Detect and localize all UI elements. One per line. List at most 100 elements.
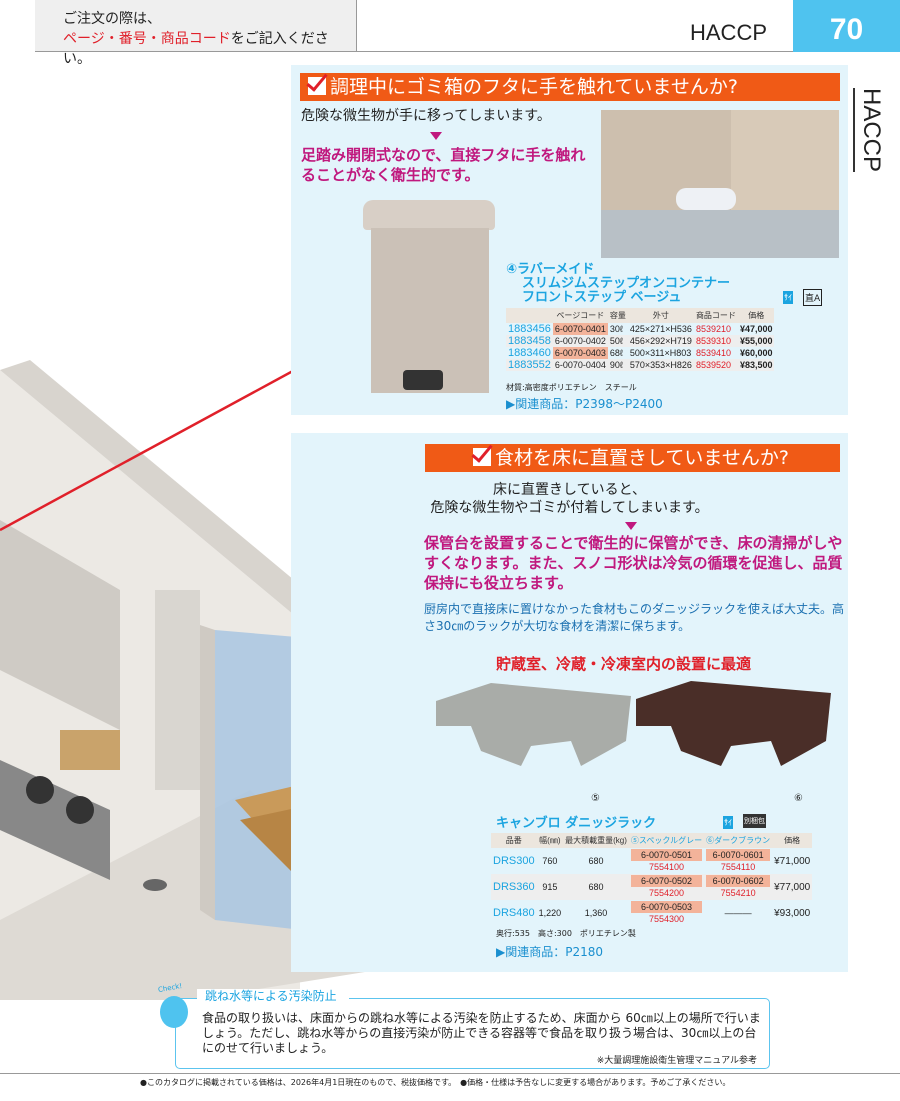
col: ⑥ダークブラウン (704, 833, 773, 848)
check-icon (308, 77, 326, 95)
table-cell: 425×271×H536 (629, 324, 692, 334)
table-header: ページコード容量外寸商品コード価格 (506, 308, 775, 323)
table-cell: 8539310 (693, 335, 738, 347)
max-load: 680 (588, 856, 604, 866)
table-cell: DRS360 (491, 874, 537, 900)
product1-title: ④ラバーメイド スリムジムステップオンコンテナー フロントステップ ベージュ (506, 263, 768, 305)
col: 外寸 (627, 308, 694, 323)
section2-note: 厨房内で直接床に置けなかった食材もこのダニッジラックを使えば大丈夫。高さ30㎝の… (424, 602, 845, 633)
product2-spec: 奥行:535 高さ:300 ポリエチレン製 (496, 929, 636, 938)
section1-title: 調理中にゴミ箱のフタに手を触れていませんか? (330, 76, 738, 98)
table-cell: 50ℓ (607, 335, 628, 347)
section2-problem2: 危険な微生物やゴミが付着してしまいます。 (430, 500, 709, 516)
width: 760 (542, 856, 558, 866)
order-note: ご注文の際は、 ページ・番号・商品コードをご記入ください。 (35, 0, 357, 67)
table-cell: 6-0070-0403 (552, 347, 608, 359)
price: ¥77,000 (774, 881, 811, 893)
label-gray: ⑤ (591, 793, 600, 804)
price: ¥71,000 (774, 855, 811, 867)
table-cell: 570×353×H826 (627, 359, 694, 371)
table-cell: 1883460 (508, 347, 551, 359)
counter (0, 520, 120, 730)
table-cell: 680 (563, 848, 629, 874)
wall-top (0, 360, 330, 620)
section1-solution: 足踏み開閉式なので、直接フタに手を触れることがなく衛生的です。 (301, 146, 586, 184)
product1-material: 材質:高密度ポリエチレン スチール (506, 383, 637, 392)
table-cell: 915 (536, 874, 564, 900)
col: ⑤スペックルグレー (628, 833, 705, 848)
check-title: 跳ね水等による汚染防止 (197, 989, 349, 1004)
table-cell: 1883458 (506, 335, 553, 347)
burner (66, 796, 94, 824)
section-floor-storage: 食材を床に直置きしていませんか? 床に直置きしていると、 危険な微生物やゴミが付… (291, 433, 848, 972)
table-cell: 500×311×H803 (629, 348, 692, 358)
table-cell: 1883456 (508, 323, 551, 335)
model-number: DRS480 (493, 907, 535, 919)
size-badge: ｻｲ (723, 816, 733, 829)
table-cell: 456×292×H719 (627, 335, 694, 347)
table-cell: ¥83,500 (737, 359, 775, 371)
table-cell: 8539410 (695, 348, 731, 358)
header-divider (357, 51, 793, 52)
product-code: 7554300 (648, 914, 685, 924)
door-frame (200, 625, 215, 920)
model-number: DRS360 (493, 881, 535, 893)
direct-ship-badge: 直A (803, 289, 823, 306)
check-body: 食品の取り扱いは、床面からの跳ね水等による汚染を防止するため、床面から 60㎝以… (202, 1011, 761, 1055)
section-title: HACCP (690, 20, 768, 45)
table-cell: 30ℓ (609, 324, 623, 334)
related-link-2[interactable]: ▶関連商品：P2180 (496, 945, 604, 959)
product1-name2: フロントステップ ベージュ (522, 290, 682, 305)
product-code: 7554200 (648, 888, 685, 898)
col: 品番 (491, 833, 537, 848)
col: 価格 (772, 833, 813, 848)
footer-note: ●このカタログに掲載されている価格は、2026年4月1日現在のもので、税抜価格で… (140, 1078, 731, 1087)
price: ¥93,000 (774, 907, 811, 919)
section2-solution: 保管台を設置することで衛生的に保管ができ、床の清掃がしやすくなります。また、スノ… (424, 534, 843, 592)
table-cell: 1,360 (563, 900, 629, 926)
page-code: 6-0070-0503 (630, 901, 703, 913)
table-cell: ¥93,000 (772, 900, 812, 926)
table-cell: 6-0070-0401 (552, 323, 608, 335)
col: 最大積載重量(kg) (563, 833, 629, 848)
trash-bin-image (363, 200, 495, 400)
table-cell: ¥71,000 (772, 848, 812, 874)
not-available: ——— (724, 908, 752, 918)
product-code: 7554110 (720, 862, 756, 872)
order-note-red: ページ・番号・商品コード (63, 31, 231, 47)
section1-problem: 危険な微生物が手に移ってしまいます。 (301, 108, 551, 124)
col: 価格 (737, 308, 775, 323)
related-link-1[interactable]: ▶関連商品：P2398〜P2400 (506, 397, 663, 411)
product1-name1: スリムジムステップオンコンテナー (522, 276, 731, 291)
product1-brand: ラバーメイド (517, 262, 595, 277)
section2-headline: 貯蔵室、冷蔵・冷凍室内の設置に最適 (496, 655, 752, 673)
side-tab: HACCP (853, 88, 885, 173)
table-cell: 90ℓ (607, 359, 628, 371)
table-cell: 68ℓ (609, 348, 623, 358)
table-cell: 6-0070-0404 (552, 359, 608, 371)
page-code: 6-0070-0501 (630, 849, 703, 861)
col: 容量 (607, 308, 628, 323)
section-trash-bin: 調理中にゴミ箱のフタに手を触れていませんか? 危険な微生物が手に移ってしまいます… (291, 65, 848, 415)
foot-pedal-photo (601, 110, 839, 258)
gray-rack (436, 683, 631, 766)
pointing-hand-icon (160, 996, 188, 1028)
table-cell: DRS300 (491, 848, 537, 874)
mouse (143, 879, 167, 891)
arrow-down-icon (625, 522, 637, 530)
arrow-down-icon (430, 132, 442, 140)
check-note-box: 食品の取り扱いは、床面からの跳ね水等による汚染を防止するため、床面から 60㎝以… (175, 998, 770, 1069)
width: 1,220 (538, 908, 562, 918)
section2-title: 食材を床に直置きしていませんか? (495, 447, 789, 469)
size-badge: ｻｲ (783, 291, 793, 304)
max-load: 1,360 (584, 908, 608, 918)
